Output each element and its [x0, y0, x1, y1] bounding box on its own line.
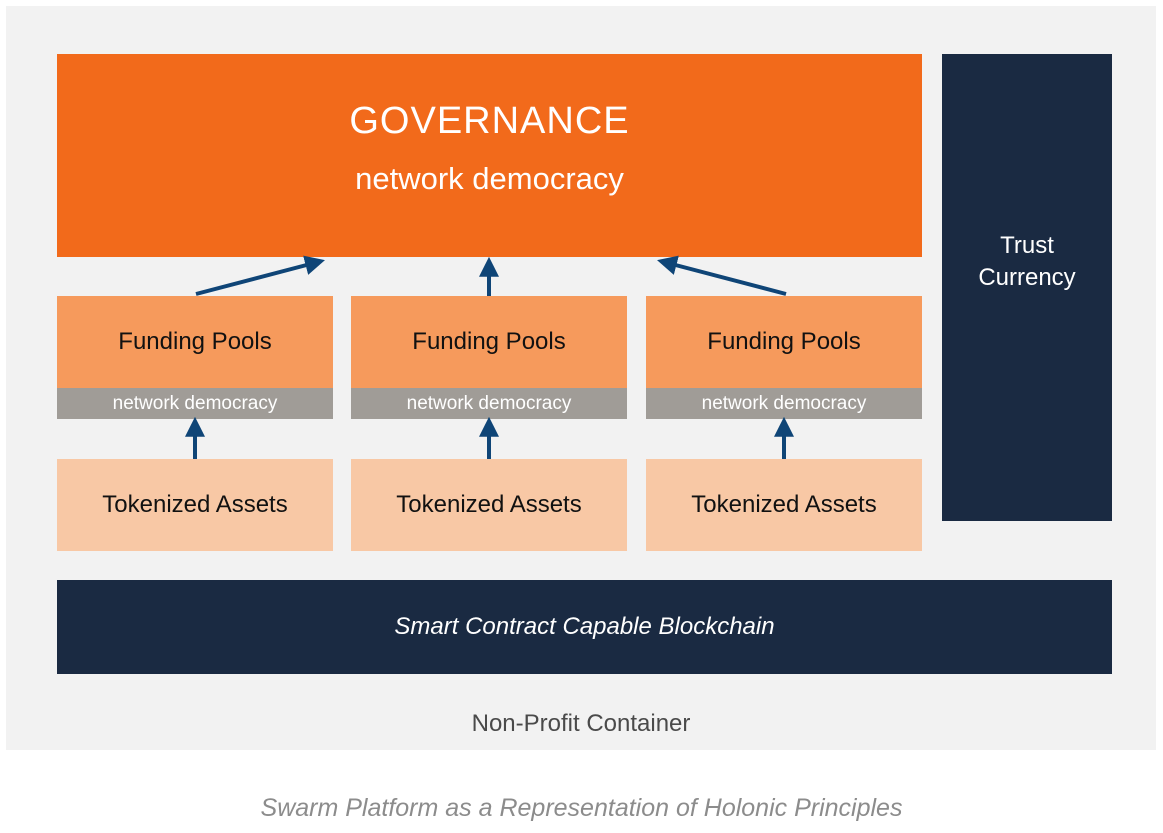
funding-pool-1-democracy: network democracy — [57, 388, 333, 419]
trust-currency-box: Trust Currency — [942, 54, 1112, 521]
container-label: Non-Profit Container — [471, 710, 691, 737]
blockchain-box: Smart Contract Capable Blockchain — [57, 580, 1112, 674]
funding-pool-1: Funding Pools — [57, 296, 333, 388]
tokenized-assets-3: Tokenized Assets — [646, 459, 922, 551]
tokenized-assets-2: Tokenized Assets — [351, 459, 627, 551]
funding-pool-3-democracy: network democracy — [646, 388, 922, 419]
governance-title: GOVERNANCE — [349, 100, 630, 142]
figure-caption: Swarm Platform as a Representation of Ho… — [260, 793, 903, 822]
trust-currency-label-line2: Currency — [978, 263, 1076, 291]
funding-pool-2: Funding Pools — [351, 296, 627, 388]
tokenized-assets-1: Tokenized Assets — [57, 459, 333, 551]
funding-pool-2-democracy: network democracy — [351, 388, 627, 419]
governance-box: GOVERNANCE network democracy — [57, 54, 922, 257]
trust-currency-label-line1: Trust — [1000, 231, 1054, 259]
funding-pool-3: Funding Pools — [646, 296, 922, 388]
governance-subtitle: network democracy — [355, 161, 624, 196]
